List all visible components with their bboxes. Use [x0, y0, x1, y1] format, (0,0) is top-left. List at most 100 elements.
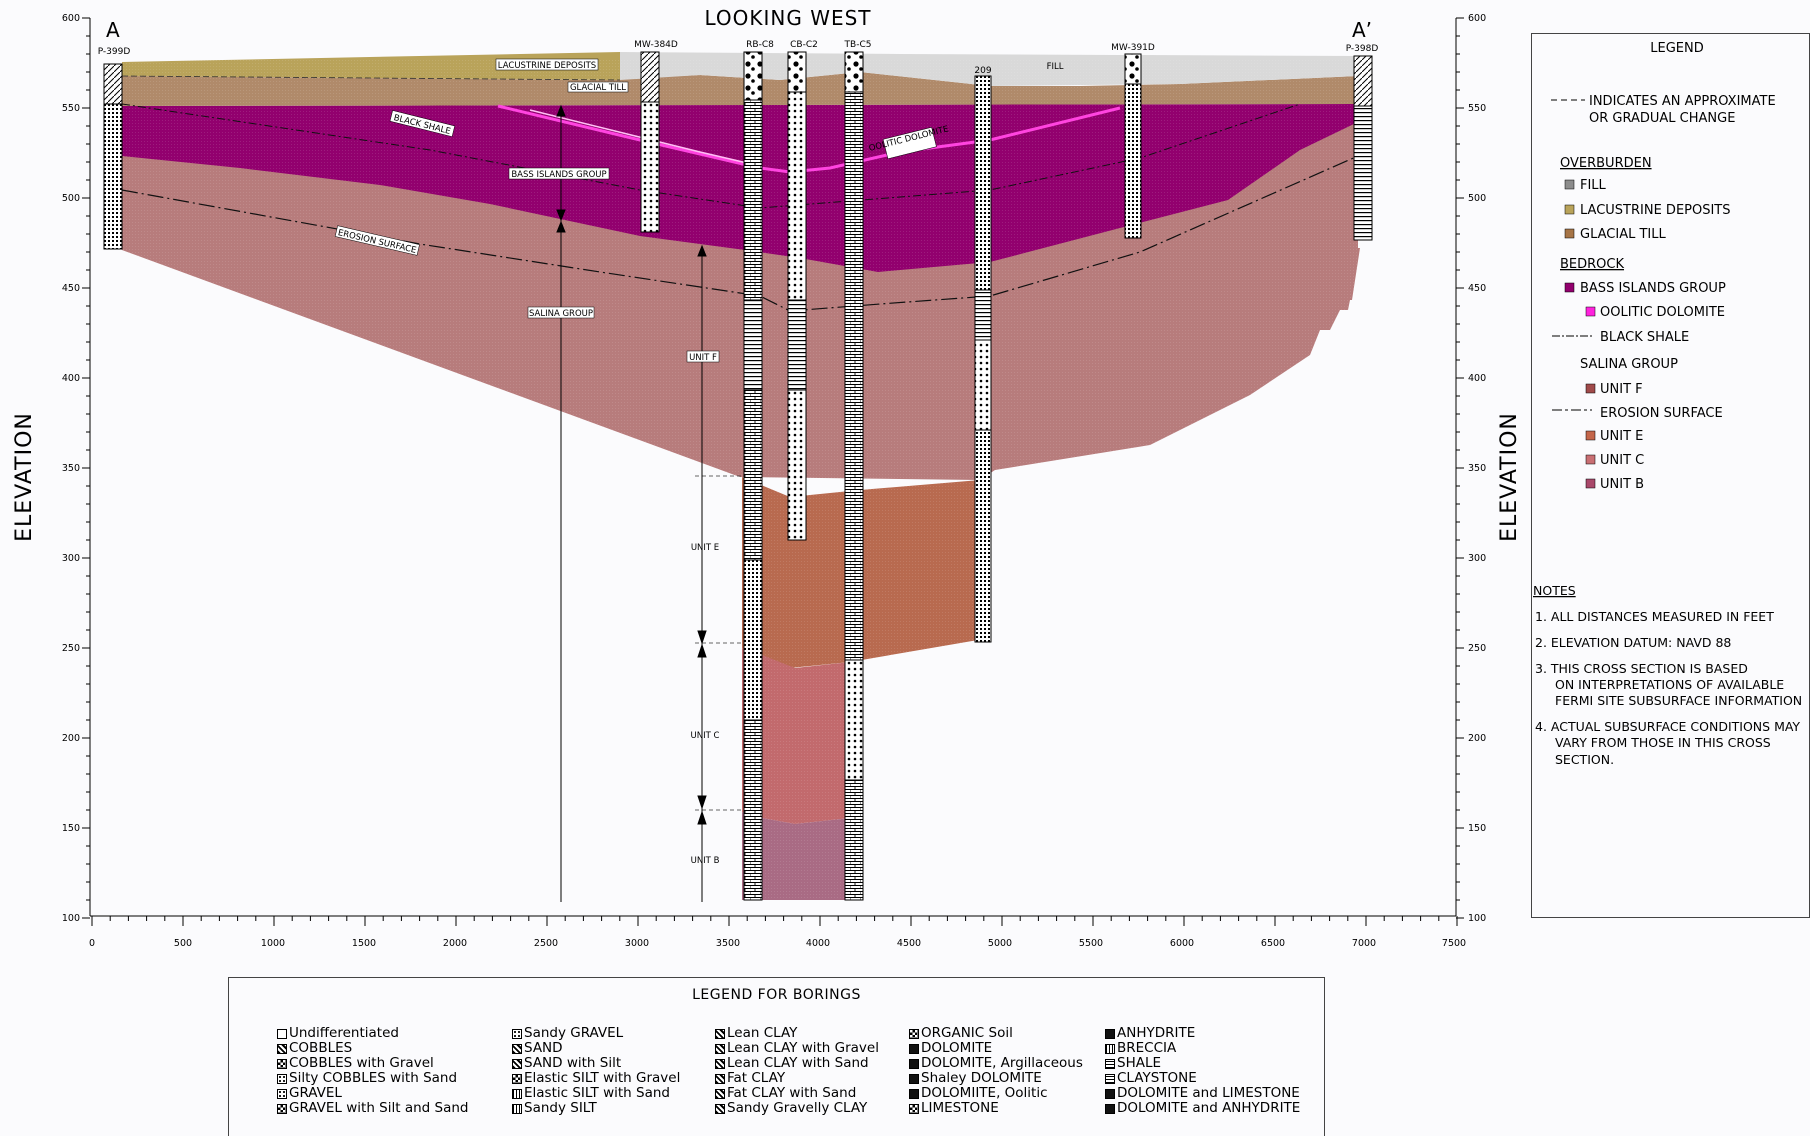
- boring-labels: P-399D MW-384D RB-C8 CB-C2 TB-C5 209 MW-…: [98, 40, 1379, 76]
- x-tick-label: 5000: [988, 938, 1012, 949]
- legend-panel: [1531, 33, 1810, 918]
- boring-legend-item: COBBLES: [277, 1041, 469, 1056]
- boring-label: RB-C8: [746, 40, 774, 50]
- y-tick-label: 200: [62, 733, 80, 744]
- boring-legend-item: LIMESTONE: [909, 1101, 1083, 1116]
- boring-legend-item: COBBLES with Gravel: [277, 1056, 469, 1071]
- note-3-line: ON INTERPRETATIONS OF AVAILABLE: [1555, 677, 1784, 692]
- boring-label: MW-391D: [1111, 43, 1155, 53]
- note-4-line: SECTION.: [1555, 752, 1614, 767]
- x-tick-label: 4000: [806, 938, 830, 949]
- y-tick-label: 550: [1468, 103, 1486, 114]
- y-axis-label-left: ELEVATION: [12, 412, 37, 542]
- boring-legend-item: GRAVEL: [277, 1086, 469, 1101]
- x-tick-label: 0: [89, 938, 95, 949]
- legend-black-shale: BLACK SHALE: [1600, 330, 1689, 345]
- x-tick-labels: 0 500 1000 1500 2000 2500 3000 3500 4000…: [89, 938, 1466, 949]
- boring-legend-col-4: ORGANIC Soil DOLOMITE DOLOMITE, Argillac…: [909, 1026, 1083, 1116]
- legend-lacustrine: LACUSTRINE DEPOSITS: [1580, 203, 1731, 218]
- y-tick-label: 450: [62, 283, 80, 294]
- label-unit-f: UNIT F: [689, 353, 717, 363]
- label-glacial-till: GLACIAL TILL: [570, 83, 626, 93]
- label-bass-islands: BASS ISLANDS GROUP: [511, 170, 606, 180]
- y-tick-label: 500: [1468, 193, 1486, 204]
- note-4-line: VARY FROM THOSE IN THIS CROSS: [1555, 735, 1771, 750]
- y-tick-label: 600: [1468, 13, 1486, 24]
- boring-label: 209: [974, 66, 991, 76]
- label-lacustrine: LACUSTRINE DEPOSITS: [498, 61, 596, 71]
- y-tick-label: 450: [1468, 283, 1486, 294]
- notes: NOTES 1. ALL DISTANCES MEASURED IN FEET …: [1533, 583, 1802, 767]
- legend-salina: SALINA GROUP: [1580, 357, 1678, 372]
- boring-column-rbc8[interactable]: [743, 51, 763, 901]
- boring-legend-item: GRAVEL with Silt and Sand: [277, 1101, 469, 1116]
- boring-legend-item: DOLOMITE: [909, 1041, 1083, 1056]
- y-tick-label: 150: [62, 823, 80, 834]
- boring-legend-item: BRECCIA: [1105, 1041, 1300, 1056]
- boring-legend-item: DOLOMITE and ANHYDRITE: [1105, 1101, 1300, 1116]
- note-2: 2. ELEVATION DATUM: NAVD 88: [1535, 635, 1731, 650]
- axes: [89, 18, 1457, 917]
- boring-label: TB-C5: [844, 40, 872, 50]
- y-tick-label: 500: [62, 193, 80, 204]
- axis-ticks: [82, 17, 1464, 926]
- y-tick-label: 150: [1468, 823, 1486, 834]
- boring-legend-item: ORGANIC Soil: [909, 1026, 1083, 1041]
- y-tick-labels-left: 600 550 500 450 400 350 300 250 200 150 …: [62, 13, 80, 924]
- legend-approx: INDICATES AN APPROXIMATE: [1589, 94, 1776, 109]
- y-tick-labels-right: 600 550 500 450 400 350 300 250 200 150 …: [1468, 13, 1486, 924]
- boring-legend-item: Shaley DOLOMITE: [909, 1071, 1083, 1086]
- boring-legend-item: Lean CLAY: [715, 1026, 879, 1041]
- y-tick-label: 600: [62, 13, 80, 24]
- label-salina-group: SALINA GROUP: [529, 309, 593, 319]
- x-tick-label: 7000: [1352, 938, 1376, 949]
- legend-bedrock: BEDROCK: [1560, 257, 1624, 272]
- x-tick-label: 6000: [1170, 938, 1194, 949]
- y-tick-label: 350: [62, 463, 80, 474]
- x-tick-label: 4500: [897, 938, 921, 949]
- boring-legend-item: CLAYSTONE: [1105, 1071, 1300, 1086]
- boring-label: P-399D: [98, 47, 131, 57]
- boring-legend-item: Lean CLAY with Sand: [715, 1056, 879, 1071]
- boring-legend-item: DOLOMITE and LIMESTONE: [1105, 1086, 1300, 1101]
- legend-title: LEGEND: [1650, 41, 1703, 56]
- legend-unit-e: UNIT E: [1600, 429, 1643, 444]
- boring-legend-col-1: Undifferentiated COBBLES COBBLES with Gr…: [277, 1026, 469, 1116]
- legend-overburden: OVERBURDEN: [1560, 156, 1652, 171]
- label-unit-e: UNIT E: [691, 543, 719, 553]
- legend-fill: FILL: [1580, 178, 1607, 193]
- diagram-title: LOOKING WEST: [704, 6, 871, 30]
- boring-legend-item: Lean CLAY with Gravel: [715, 1041, 879, 1056]
- legend-text: LEGEND INDICATES AN APPROXIMATE OR GRADU…: [1560, 41, 1776, 492]
- strata: [120, 52, 1360, 900]
- y-axis-label-right: ELEVATION: [1497, 412, 1522, 542]
- note-3-line: FERMI SITE SUBSURFACE INFORMATION: [1555, 693, 1802, 708]
- legend-bass: BASS ISLANDS GROUP: [1580, 281, 1726, 296]
- label-unit-c: UNIT C: [691, 731, 720, 741]
- x-tick-label: 2500: [534, 938, 558, 949]
- notes-title: NOTES: [1533, 583, 1576, 598]
- x-tick-label: 6500: [1261, 938, 1285, 949]
- x-tick-label: 3000: [625, 938, 649, 949]
- label-unit-b: UNIT B: [691, 856, 720, 866]
- y-tick-label: 350: [1468, 463, 1486, 474]
- boring-legend-col-3: Lean CLAY Lean CLAY with Gravel Lean CLA…: [715, 1026, 879, 1116]
- boring-legend-item: Elastic SILT with Gravel: [512, 1071, 680, 1086]
- y-tick-label: 400: [1468, 373, 1486, 384]
- boring-column-cbc2[interactable]: [787, 51, 807, 541]
- boring-legend-item: Sandy GRAVEL: [512, 1026, 680, 1041]
- y-tick-label: 100: [1468, 913, 1486, 924]
- boring-legend-item: DOLOMIITE, Oolitic: [909, 1086, 1083, 1101]
- legend-unit-f: UNIT F: [1600, 382, 1643, 397]
- boring-legend-item: Sandy SILT: [512, 1101, 680, 1116]
- note-4: 4. ACTUAL SUBSURFACE CONDITIONS MAY: [1535, 719, 1800, 734]
- y-tick-label: 100: [62, 913, 80, 924]
- borings: [103, 51, 1373, 901]
- y-tick-label: 250: [1468, 643, 1486, 654]
- boring-legend-item: Fat CLAY: [715, 1071, 879, 1086]
- y-tick-label: 200: [1468, 733, 1486, 744]
- note-1: 1. ALL DISTANCES MEASURED IN FEET: [1535, 609, 1774, 624]
- boring-legend-panel: LEGEND FOR BORINGS Undifferentiated COBB…: [228, 977, 1325, 1136]
- x-tick-label: 1500: [352, 938, 376, 949]
